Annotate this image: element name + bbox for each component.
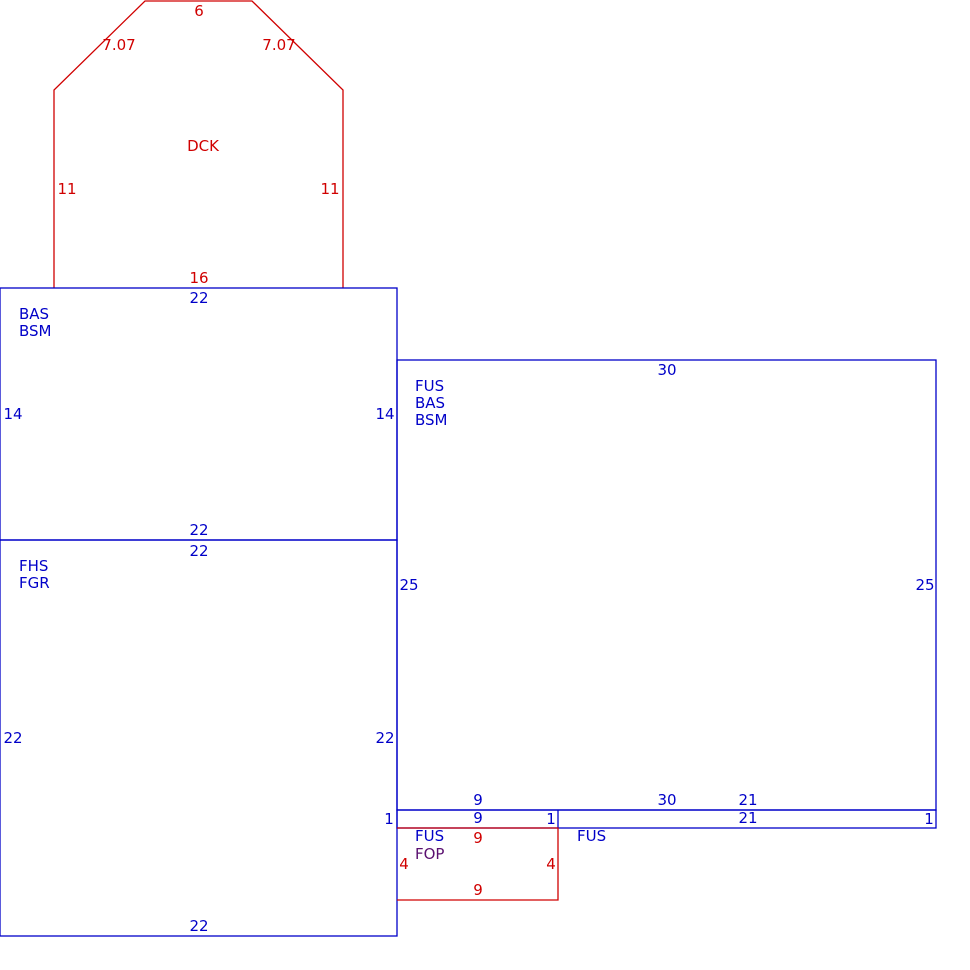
garage-dim-bottom: 22 bbox=[189, 917, 208, 935]
deck-outline bbox=[53, 0, 344, 288]
bas-upper-outline bbox=[0, 287, 398, 541]
garage-outline bbox=[0, 539, 398, 937]
porch-dim-top: 9 bbox=[473, 829, 483, 847]
garage-label-1: FHS bbox=[19, 557, 48, 575]
deck-dim-top: 6 bbox=[194, 2, 204, 20]
bas-upper-dim-left: 14 bbox=[3, 405, 22, 423]
bas-upper-dim-bottom: 22 bbox=[189, 521, 208, 539]
strip-dim-top-left: 9 bbox=[473, 809, 483, 827]
porch-dim-left: 4 bbox=[399, 855, 409, 873]
strip-dim-right: 1 bbox=[924, 810, 934, 828]
garage-dim-right: 22 bbox=[375, 729, 394, 747]
strip-outline bbox=[396, 809, 937, 829]
bas-upper-label-2: BSM bbox=[19, 322, 52, 340]
deck-dim-bottom: 16 bbox=[189, 269, 208, 287]
main-dim-bottom: 30 bbox=[657, 791, 676, 809]
main-label-1: FUS bbox=[415, 377, 444, 395]
bas-upper-label-1: BAS bbox=[19, 305, 49, 323]
bas-upper-dim-right: 14 bbox=[375, 405, 394, 423]
deck-dim-left: 11 bbox=[57, 180, 76, 198]
main-dim-bottom-right: 21 bbox=[738, 791, 757, 809]
bas-upper-dim-top: 22 bbox=[189, 289, 208, 307]
porch-dim-right: 4 bbox=[546, 855, 556, 873]
garage-dim-top: 22 bbox=[189, 542, 208, 560]
strip-dim-left: 1 bbox=[384, 810, 394, 828]
porch-label-2: FOP bbox=[415, 845, 444, 863]
deck-dim-right: 11 bbox=[320, 180, 339, 198]
main-dim-bottom-left: 9 bbox=[473, 791, 483, 809]
strip-label: FUS bbox=[577, 827, 606, 845]
porch-outline bbox=[397, 827, 559, 901]
main-label-2: BAS bbox=[415, 394, 445, 412]
main-dim-top: 30 bbox=[657, 361, 676, 379]
main-label-3: BSM bbox=[415, 411, 448, 429]
porch-dim-bottom: 9 bbox=[473, 881, 483, 899]
main-dim-right: 25 bbox=[915, 576, 934, 594]
deck-dim-diag-right: 7.07 bbox=[262, 36, 295, 54]
main-room-outline bbox=[396, 359, 937, 811]
deck-dim-diag-left: 7.07 bbox=[102, 36, 135, 54]
strip-dim-mid: 1 bbox=[546, 810, 556, 828]
strip-dim-top-right: 21 bbox=[738, 809, 757, 827]
deck-label: DCK bbox=[187, 137, 220, 155]
porch-label-1: FUS bbox=[415, 827, 444, 845]
main-dim-left: 25 bbox=[399, 576, 418, 594]
garage-dim-left: 22 bbox=[3, 729, 22, 747]
garage-label-2: FGR bbox=[19, 574, 50, 592]
